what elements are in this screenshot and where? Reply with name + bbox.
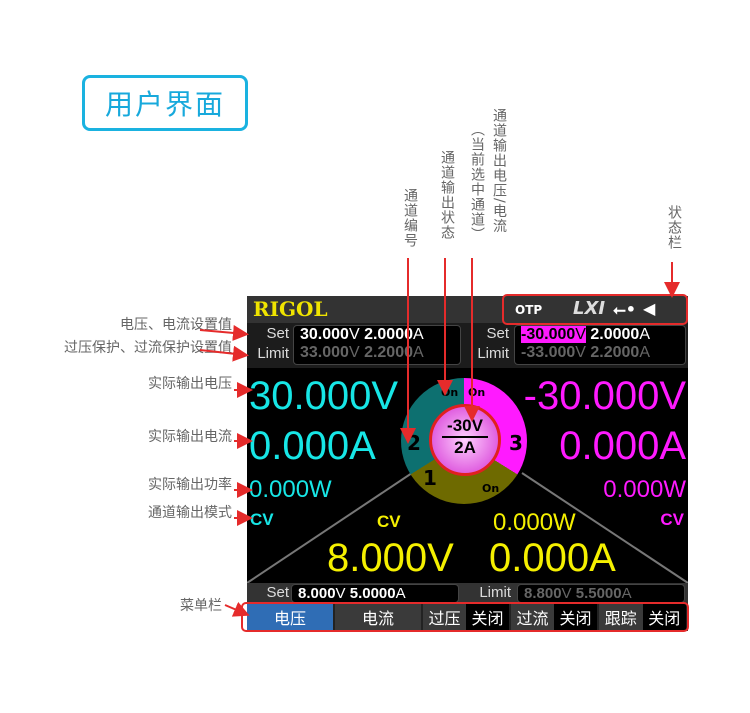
label-actual-current: 实际输出电流 [148,429,232,445]
unit-a: A [621,585,632,602]
ch3-limit-voltage: -33.000 [521,344,576,361]
channel-2-on-state: On [441,386,459,399]
unit-a: A [413,326,424,343]
channel-3-on-state: On [468,386,486,399]
ch3-voltage: -30.000V [523,374,686,418]
channel-2-number: 2 [407,431,421,455]
unit-a: A [413,344,424,361]
ch3-limit-current: 2.2000 [590,344,640,361]
channel-1-on-state: On [482,482,500,495]
ovp-state: 关闭 [466,603,509,631]
label-actual-power: 实际输出功率 [148,477,232,493]
ch3-mode: CV [660,510,684,529]
label-menu-bar: 菜单栏 [180,598,222,614]
channel-3-number: 3 [509,431,523,455]
ch1-power: 0.000W [493,509,576,536]
unit-v: V [348,326,360,343]
menu-voltage[interactable]: 电压 [247,603,335,631]
ch1-limit-voltage: 8.800 [524,585,562,602]
unit-a: A [639,344,650,361]
unit-v: V [561,585,572,602]
ch1-voltage: 8.000V [327,536,454,580]
ch1-set-label: Set [266,584,289,601]
label-selected-note: （当前选中通道） [469,122,485,242]
ch2-voltage: 30.000V [249,374,399,418]
ch2-mode: CV [250,510,274,529]
ch1-limit-current: 5.5000 [575,585,622,602]
label-channel-number: 通道编号 [402,188,418,248]
ch1-set-voltage: 8.000 [298,585,336,602]
ch3-power: 0.000W [603,476,686,503]
unit-v: V [575,326,586,343]
unit-v: V [348,344,360,361]
selected-voltage: -30V [442,416,488,438]
ch2-set-box[interactable]: 30.000V 2.0000A 33.000V 2.2000A [293,325,461,365]
label-status-bar: 状态栏 [666,205,682,250]
selected-current: 2A [454,438,476,457]
track-state: 关闭 [642,603,686,631]
ch2-limit-label: Limit [257,345,289,362]
ch3-limit-label: Limit [477,345,509,362]
menu-bar: 电压 电流 过压关闭 过流关闭 跟踪关闭 [247,603,688,631]
ch2-set-current: 2.0000 [364,326,413,343]
label-actual-voltage: 实际输出电压 [148,376,232,392]
unit-v: V [335,585,346,602]
ch1-set-current: 5.0000 [349,585,396,602]
ch3-set-label: Set [486,325,509,342]
ch1-limit-label: Limit [479,584,511,601]
ch1-limit-box[interactable]: 8.800V 5.5000A [517,584,685,603]
menu-track[interactable]: 跟踪关闭 [599,603,688,631]
menu-ocp[interactable]: 过流关闭 [511,603,599,631]
unit-a: A [639,326,650,343]
ch3-set-box[interactable]: -30.000V 2.0000A -33.000V 2.2000A [514,325,686,365]
selected-channel-display[interactable]: -30V 2A [429,404,501,476]
page-title: 用户界面 [82,75,248,131]
channel-1-number: 1 [423,466,437,490]
ch2-limit-voltage: 33.000 [300,344,349,361]
label-set-values: 电压、电流设置值 [120,317,232,333]
ch2-limit-current: 2.2000 [364,344,413,361]
ch2-set-voltage: 30.000 [300,326,349,343]
ovp-label: 过压 [428,609,461,628]
perspective-lines [247,472,688,584]
label-output-mode: 通道输出模式 [148,505,232,521]
ocp-state: 关闭 [554,603,597,631]
ch2-set-label: Set [266,325,289,342]
label-channel-vi: 通道输出电压/电流 [491,108,507,234]
unit-v: V [575,344,586,361]
instrument-screen: RIGOL OTP LXI ⭠• ◀ Set Limit 30.000V 2.0… [247,296,688,631]
menu-current[interactable]: 电流 [335,603,423,631]
ch2-power: 0.000W [249,476,332,503]
ch3-set-current: 2.0000 [590,326,640,343]
ch1-set-box[interactable]: 8.000V 5.0000A [291,584,459,603]
ch1-mode: CV [377,512,401,531]
rigol-logo: RIGOL [253,297,328,321]
ch3-current: 0.000A [559,424,686,468]
unit-a: A [395,585,406,602]
ch3-set-voltage[interactable]: -30.000 [521,326,576,343]
label-channel-state: 通道输出状态 [439,150,455,240]
menu-ovp[interactable]: 过压关闭 [423,603,511,631]
ch1-current: 0.000A [489,536,616,580]
ocp-label: 过流 [516,609,549,628]
label-limit-values: 过压保护、过流保护设置值 [64,340,232,356]
track-label: 跟踪 [604,609,637,628]
ch2-current: 0.000A [249,424,376,468]
